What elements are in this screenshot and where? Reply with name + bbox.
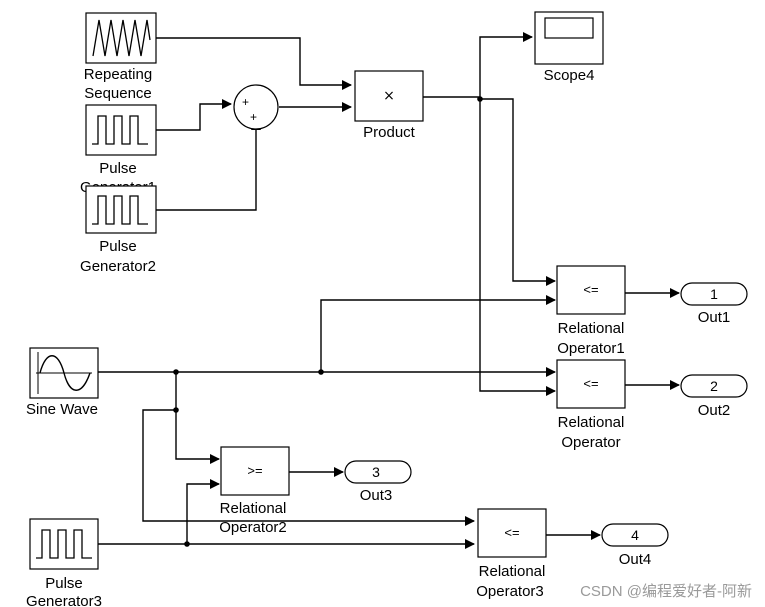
out1-number: 1 (710, 286, 718, 302)
out3-number: 3 (372, 464, 380, 480)
out4-label: Out4 (619, 551, 652, 568)
out2-label: Out2 (698, 402, 731, 419)
pulse-generator1-label: Pulse (99, 160, 137, 177)
pulse-generator2-label: Pulse (99, 238, 137, 255)
out1-label: Out1 (698, 309, 731, 326)
relational-operator-label: Relational (558, 414, 625, 431)
sine-wave-icon (39, 355, 91, 391)
relational-operator-label-2: Operator (561, 434, 620, 451)
pulse-wave-icon (92, 195, 148, 225)
wire-sine-to-relop1 (320, 295, 556, 372)
pulse-generator3-label: Pulse (45, 575, 83, 592)
relational-operator1-symbol: <= (583, 282, 598, 297)
product-label: Product (363, 124, 416, 141)
watermark-text: CSDN @编程爱好者-阿新 (580, 583, 752, 600)
wire-pulse2-to-sum (156, 120, 261, 211)
multiply-icon: × (383, 88, 395, 104)
relational-operator-block[interactable]: <= Relational Operator (556, 359, 626, 451)
out4-port[interactable]: 4 Out4 (601, 523, 669, 568)
scope4-label: Scope4 (544, 67, 595, 84)
relational-operator1-block[interactable]: <= Relational Operator1 (556, 265, 626, 357)
pulse-generator3-label-2: Generator3 (26, 593, 102, 607)
relational-operator1-label-2: Operator1 (557, 340, 625, 357)
pulse-generator2-label-2: Generator2 (80, 258, 156, 275)
scope-screen-icon (544, 17, 594, 39)
out1-port[interactable]: 1 Out1 (680, 282, 748, 326)
repeating-sequence-label-2: Sequence (84, 85, 152, 102)
sine-wave-block[interactable]: Sine Wave (26, 347, 99, 418)
wire-pulse1-to-sum (156, 99, 232, 131)
out2-number: 2 (710, 378, 718, 394)
relational-operator3-label: Relational (479, 563, 546, 580)
relational-operator3-label-2: Operator3 (476, 583, 544, 600)
product-block[interactable]: × Product (354, 70, 424, 141)
pulse-generator1-block[interactable]: Pulse Generator1 (80, 104, 157, 196)
out3-label: Out3 (360, 487, 393, 504)
wire-product-to-relop1 (480, 98, 556, 286)
out2-port[interactable]: 2 Out2 (680, 374, 748, 419)
out4-number: 4 (631, 527, 639, 543)
wire-pulse3-to-relop2 (186, 479, 220, 544)
scope4-block[interactable]: Scope4 (534, 11, 604, 84)
repeating-sequence-label: Repeating (84, 66, 152, 83)
signal-lines (98, 32, 680, 549)
wire-repeating-to-product (156, 37, 352, 90)
wire-sine-to-relop3 (142, 409, 475, 526)
sum-block[interactable]: + + (233, 84, 279, 130)
sum-sign-top: + (242, 95, 249, 109)
pulse-generator3-block[interactable]: Pulse Generator3 (26, 518, 102, 607)
wire-sine-down (175, 372, 220, 464)
pulse-generator2-block[interactable]: Pulse Generator2 (80, 185, 157, 275)
relational-operator1-label: Relational (558, 320, 625, 337)
wire-product-to-relop (479, 97, 556, 396)
junction-dots (173, 96, 483, 547)
sum-sign-bottom: + (250, 110, 257, 124)
sine-wave-label: Sine Wave (26, 401, 98, 418)
relational-operator-symbol: <= (583, 376, 598, 391)
repeating-sequence-block[interactable]: Repeating Sequence (84, 12, 157, 102)
wire-to-scope4 (479, 32, 533, 97)
relational-operator3-symbol: <= (504, 525, 519, 540)
pulse-wave-icon (92, 115, 148, 145)
relational-operator3-block[interactable]: <= Relational Operator3 (476, 508, 547, 600)
pulse-wave-icon (36, 529, 92, 559)
relational-operator2-symbol: >= (247, 463, 262, 478)
out3-port[interactable]: 3 Out3 (344, 460, 412, 504)
relational-operator2-label-2: Operator2 (219, 519, 287, 536)
relational-operator2-block[interactable]: >= Relational Operator2 (219, 446, 290, 536)
relational-operator2-label: Relational (220, 500, 287, 517)
sawtooth-icon (92, 19, 151, 57)
